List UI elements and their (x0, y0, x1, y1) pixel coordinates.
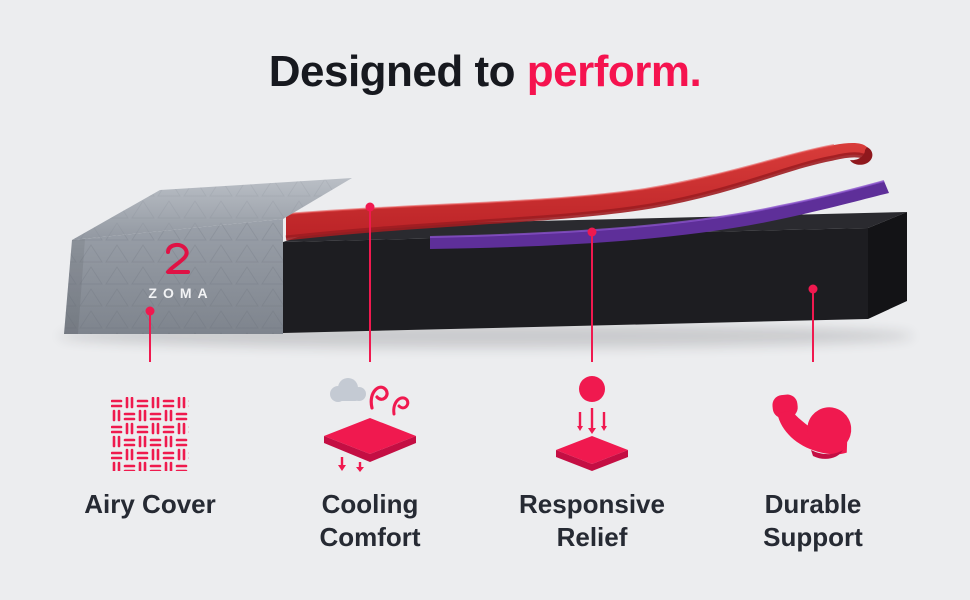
cover-layer (64, 178, 352, 334)
callout-dot (808, 284, 818, 294)
feature-label: Durable Support (763, 489, 863, 553)
transition-foam-layer (429, 180, 889, 249)
woven-fabric-icon (111, 397, 189, 471)
feature-durable-support: Durable Support (703, 372, 923, 554)
callout-dot (145, 306, 155, 316)
feature-label: Responsive Relief (519, 489, 665, 553)
feature-airy-cover: Airy Cover (40, 372, 260, 521)
callout-cooling-comfort (365, 202, 375, 362)
feature-label: Airy Cover (84, 489, 216, 519)
callout-dot (587, 227, 597, 237)
headline: Designed to perform. (0, 50, 970, 94)
headline-highlight: perform. (526, 47, 702, 96)
responsive-ball-icon (556, 376, 628, 471)
headline-prefix: Designed to (268, 47, 527, 96)
flexed-arm-icon (772, 394, 852, 459)
callout-dot (365, 202, 375, 212)
callout-airy-cover (145, 306, 155, 362)
zoma-logo-icon (166, 243, 190, 274)
feature-cooling-comfort: Cooling Comfort (260, 372, 480, 554)
feature-label: Cooling Comfort (319, 489, 421, 553)
callout-responsive-relief (587, 227, 597, 362)
cooling-layer-icon (324, 378, 416, 472)
zoma-logo: ZOMA (148, 243, 213, 301)
callout-durable-support (808, 284, 818, 362)
comfort-foam-layer (285, 142, 873, 241)
zoma-logo-text: ZOMA (148, 285, 213, 301)
feature-responsive-relief: Responsive Relief (482, 372, 702, 554)
